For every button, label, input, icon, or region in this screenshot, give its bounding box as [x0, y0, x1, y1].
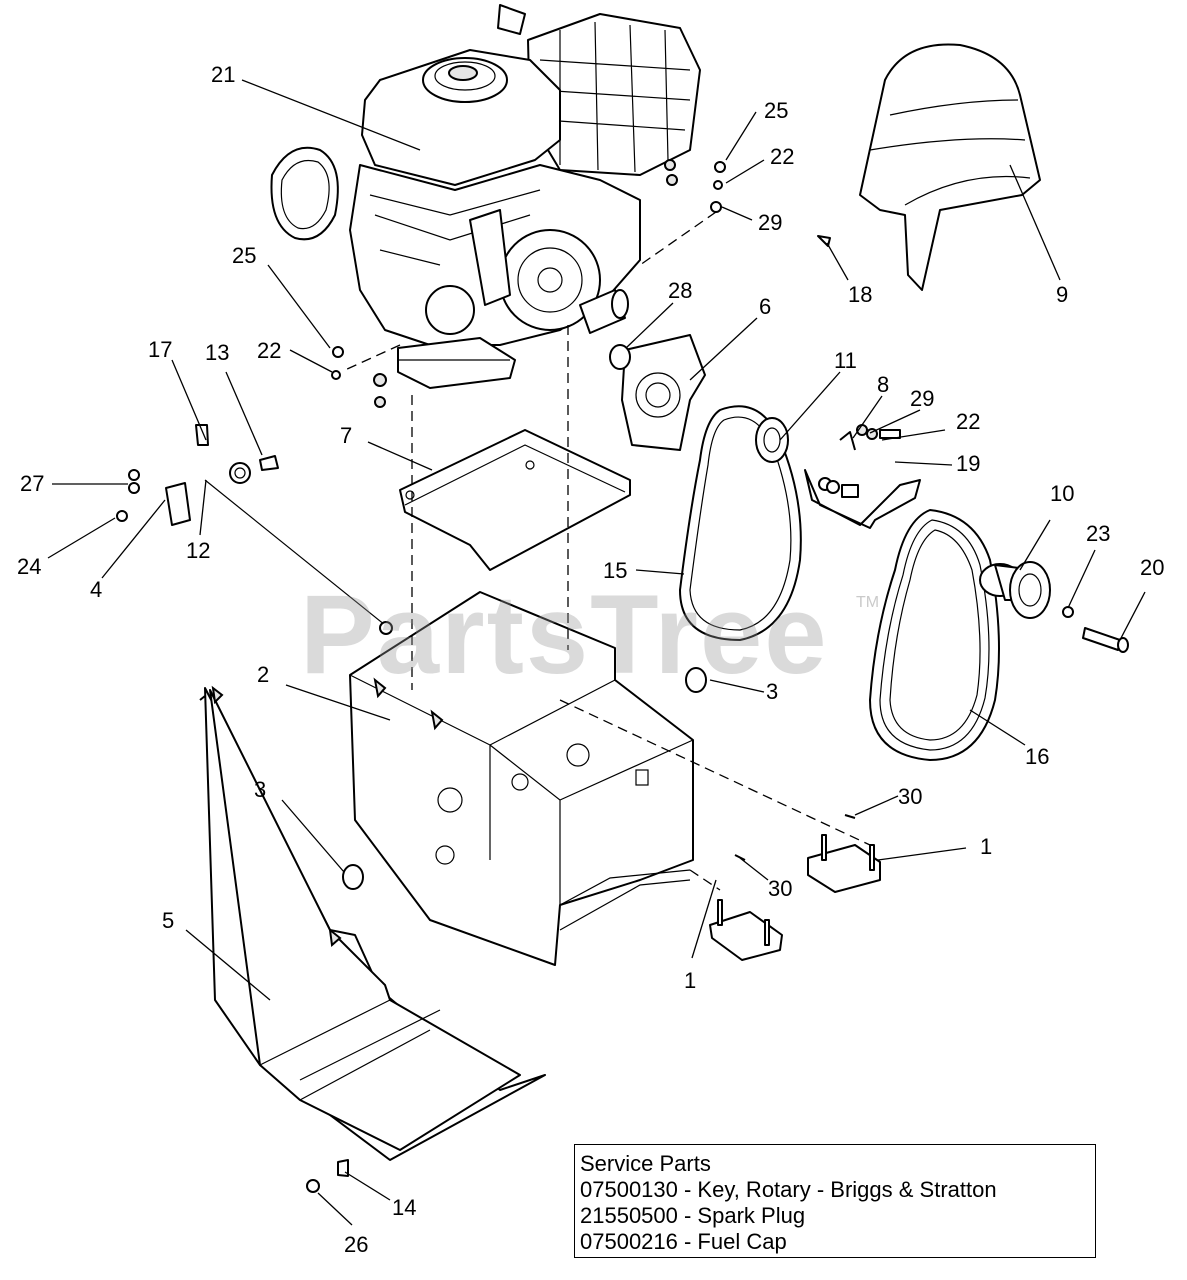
leader-lines: [47, 79, 1146, 1226]
callout-10: 10: [1050, 481, 1074, 506]
frame-chassis: [349, 591, 694, 966]
callout-25: 25: [764, 98, 788, 123]
partstree-watermark: PartsTree: [300, 572, 829, 697]
service-parts-box: Service Parts 07500130 - Key, Rotary - B…: [574, 1144, 1096, 1258]
callout-15: 15: [603, 558, 627, 583]
callout-8: 8: [877, 372, 889, 397]
callout-9: 9: [1056, 282, 1068, 307]
bracket-1-upper: [807, 834, 881, 893]
callout-13: 13: [205, 340, 229, 365]
callout-22: 22: [956, 409, 980, 434]
callout-14: 14: [392, 1195, 416, 1220]
callout-labels: 21 25 22 29 18 9 25 22 17 13 28 6 11 8 2…: [17, 62, 1164, 1257]
callout-19: 19: [956, 451, 980, 476]
callout-27: 27: [20, 471, 44, 496]
washer-28: [609, 344, 631, 370]
bracket-1-lower: [709, 899, 783, 961]
hardware-small: [116, 159, 856, 1193]
callout-4: 4: [90, 577, 102, 602]
trademark-symbol: TM: [856, 594, 880, 611]
callout-1: 1: [980, 834, 992, 859]
pulley-10: [979, 561, 1051, 619]
callout-7: 7: [340, 423, 352, 448]
callout-11: 11: [834, 348, 857, 373]
callout-3: 3: [766, 679, 778, 704]
belt-guide-plate: [621, 334, 706, 451]
callout-29: 29: [758, 210, 782, 235]
pulley-11: [755, 417, 789, 463]
callout-24: 24: [17, 554, 41, 579]
callout-21: 21: [211, 62, 235, 87]
callout-28: 28: [668, 278, 692, 303]
service-part-line: 07500216 - Fuel Cap: [580, 1229, 787, 1254]
service-parts-title: Service Parts: [580, 1151, 711, 1176]
callout-22: 22: [257, 338, 281, 363]
belt-16: [869, 509, 1000, 761]
callout-29: 29: [910, 386, 934, 411]
callout-6: 6: [759, 294, 771, 319]
callout-25: 25: [232, 243, 256, 268]
engine-assembly: [270, 4, 701, 389]
callout-18: 18: [848, 282, 872, 307]
idler-bracket: [804, 424, 921, 529]
callout-30: 30: [768, 876, 792, 901]
assembly-lines: [344, 211, 871, 891]
callout-3: 3: [254, 777, 266, 802]
engine-mount-plate: [399, 429, 631, 571]
callout-26: 26: [344, 1232, 368, 1257]
callout-23: 23: [1086, 521, 1110, 546]
callout-12: 12: [186, 538, 210, 563]
callout-16: 16: [1025, 744, 1049, 769]
callout-17: 17: [148, 337, 172, 362]
callout-30: 30: [898, 784, 922, 809]
bolt-20: [1062, 606, 1129, 653]
bottom-cover: [199, 685, 546, 1161]
service-part-line: 21550500 - Spark Plug: [580, 1203, 806, 1228]
callout-2: 2: [257, 662, 269, 687]
callout-20: 20: [1140, 555, 1164, 580]
service-part-line: 07500130 - Key, Rotary - Briggs & Stratt…: [580, 1177, 997, 1202]
callout-1: 1: [684, 968, 696, 993]
callout-22: 22: [770, 144, 794, 169]
callout-5: 5: [162, 908, 174, 933]
belt-cover: [859, 43, 1041, 291]
